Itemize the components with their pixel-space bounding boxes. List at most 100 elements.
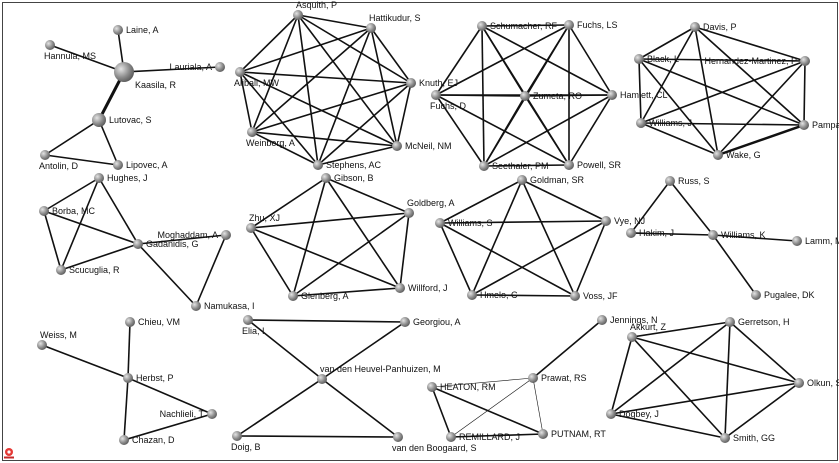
- node-marker[interactable]: [713, 150, 723, 160]
- node-kaasila[interactable]: Kaasila, R: [114, 62, 177, 90]
- node-marker[interactable]: [317, 374, 327, 384]
- node-voss[interactable]: Voss, JF: [570, 291, 618, 301]
- node-vye[interactable]: Vye, NJ: [601, 216, 645, 226]
- node-laine[interactable]: Laine, A: [113, 25, 159, 35]
- node-nachlieli[interactable]: Nachlieli, T: [160, 409, 217, 419]
- node-moghaddam[interactable]: Moghaddam, A: [157, 230, 231, 240]
- node-lauriala[interactable]: Lauriala, A: [169, 62, 225, 72]
- node-seethaler[interactable]: Seethaler, PM: [479, 161, 549, 171]
- node-lipovec[interactable]: Lipovec, A: [113, 160, 168, 170]
- node-marker[interactable]: [232, 431, 242, 441]
- node-marker[interactable]: [247, 127, 257, 137]
- node-pampaka[interactable]: Pampaka, M: [799, 120, 839, 130]
- node-marker[interactable]: [113, 25, 123, 35]
- node-marker[interactable]: [113, 160, 123, 170]
- node-marker[interactable]: [246, 223, 256, 233]
- node-dogbey[interactable]: Dogbey, J: [606, 409, 659, 419]
- node-marker[interactable]: [597, 315, 607, 325]
- node-zumeta[interactable]: Zumeta, RO: [520, 91, 582, 101]
- node-goldberg[interactable]: Goldberg, A: [404, 198, 455, 218]
- node-fuchsd[interactable]: Fuchs, D: [430, 90, 467, 111]
- node-marker[interactable]: [56, 265, 66, 275]
- node-marker[interactable]: [690, 22, 700, 32]
- node-marker[interactable]: [627, 332, 637, 342]
- node-alibali[interactable]: Alibali, MW: [234, 67, 280, 88]
- node-marker[interactable]: [92, 113, 106, 127]
- node-namukasa[interactable]: Namukasa, I: [191, 301, 255, 311]
- node-marker[interactable]: [477, 21, 487, 31]
- node-prawat[interactable]: Prawat, RS: [528, 373, 587, 383]
- node-elia[interactable]: Elia, I: [242, 315, 265, 336]
- node-chieu[interactable]: Chieu, VM: [125, 317, 180, 327]
- node-marker[interactable]: [517, 175, 527, 185]
- node-marker[interactable]: [191, 301, 201, 311]
- node-glenberg[interactable]: Glenberg, A: [288, 291, 349, 301]
- node-mcneil[interactable]: McNeil, NM: [392, 141, 452, 151]
- node-russ[interactable]: Russ, S: [665, 176, 710, 186]
- node-marker[interactable]: [606, 409, 616, 419]
- node-powell[interactable]: Powell, SR: [564, 160, 622, 170]
- node-marker[interactable]: [321, 173, 331, 183]
- node-marker[interactable]: [601, 216, 611, 226]
- node-marker[interactable]: [235, 67, 245, 77]
- node-heaton[interactable]: HEATON, RM: [427, 382, 496, 392]
- node-marker[interactable]: [114, 62, 134, 82]
- node-vdb[interactable]: van den Boogaard, S: [392, 432, 477, 453]
- node-marker[interactable]: [215, 62, 225, 72]
- node-marker[interactable]: [467, 290, 477, 300]
- node-pugalee[interactable]: Pugalee, DK: [751, 290, 815, 300]
- node-williamsj[interactable]: Williams, J: [636, 118, 692, 128]
- node-marker[interactable]: [800, 56, 810, 66]
- node-fuchsls[interactable]: Fuchs, LS: [564, 20, 618, 30]
- node-hughes[interactable]: Hughes, J: [94, 173, 148, 183]
- node-gibson[interactable]: Gibson, B: [321, 173, 374, 183]
- node-marker[interactable]: [293, 10, 303, 20]
- node-marker[interactable]: [366, 23, 376, 33]
- node-marker[interactable]: [665, 176, 675, 186]
- node-marker[interactable]: [708, 230, 718, 240]
- node-marker[interactable]: [564, 20, 574, 30]
- node-marker[interactable]: [207, 409, 217, 419]
- node-marker[interactable]: [479, 161, 489, 171]
- node-marker[interactable]: [720, 433, 730, 443]
- node-vdhp[interactable]: van den Heuvel-Panhuizen, M: [317, 364, 441, 384]
- node-putnam[interactable]: PUTNAM, RT: [538, 429, 606, 439]
- node-marker[interactable]: [392, 141, 402, 151]
- node-marker[interactable]: [37, 340, 47, 350]
- node-willford[interactable]: Willford, J: [395, 283, 448, 293]
- node-marker[interactable]: [634, 54, 644, 64]
- node-smith[interactable]: Smith, GG: [720, 433, 775, 443]
- node-hakim[interactable]: Hakim, J: [626, 228, 674, 238]
- node-marker[interactable]: [794, 378, 804, 388]
- node-williamss[interactable]: Williams, S: [435, 218, 493, 228]
- node-marker[interactable]: [395, 283, 405, 293]
- node-marker[interactable]: [431, 90, 441, 100]
- node-marker[interactable]: [427, 382, 437, 392]
- node-hmelo[interactable]: Hmelo, C: [467, 290, 518, 300]
- node-jennings[interactable]: Jennings, N: [597, 315, 658, 325]
- node-weinberg[interactable]: Weinberg, A: [246, 127, 295, 148]
- node-marker[interactable]: [404, 208, 414, 218]
- node-goldman[interactable]: Goldman, SR: [517, 175, 585, 185]
- node-olkun[interactable]: Olkun, S: [794, 378, 839, 388]
- node-marker[interactable]: [94, 173, 104, 183]
- node-schumacher[interactable]: Schumacher, RF: [477, 21, 558, 31]
- node-gerretson[interactable]: Gerretson, H: [725, 317, 790, 327]
- node-marker[interactable]: [751, 290, 761, 300]
- node-herbst[interactable]: Herbst, P: [123, 373, 174, 383]
- node-davis[interactable]: Davis, P: [690, 22, 737, 32]
- node-marker[interactable]: [435, 218, 445, 228]
- node-marker[interactable]: [393, 432, 403, 442]
- node-marker[interactable]: [446, 432, 456, 442]
- node-marker[interactable]: [636, 118, 646, 128]
- node-knuth[interactable]: Knuth, EJ: [406, 78, 458, 88]
- node-marker[interactable]: [125, 317, 135, 327]
- node-marker[interactable]: [119, 435, 129, 445]
- node-marker[interactable]: [400, 317, 410, 327]
- node-stephens[interactable]: Stephens, AC: [313, 160, 382, 170]
- node-lamm[interactable]: Lamm, M: [792, 236, 839, 246]
- node-marker[interactable]: [45, 40, 55, 50]
- node-lutovac[interactable]: Lutovac, S: [92, 113, 152, 127]
- node-hattikudur[interactable]: Hattikudur, S: [366, 13, 421, 33]
- node-weiss[interactable]: Weiss, M: [37, 330, 77, 350]
